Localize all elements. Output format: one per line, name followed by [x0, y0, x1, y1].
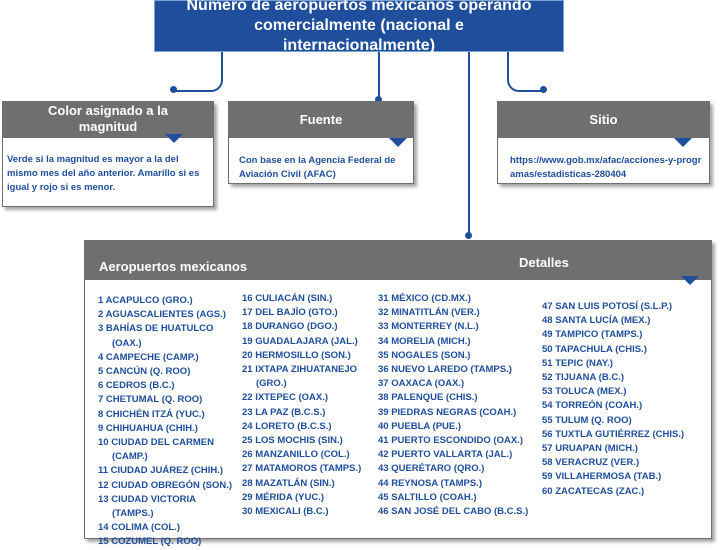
airport-list-item: 42 PUERTO VALLARTA (JAL.) [378, 449, 513, 461]
airport-list-item: 18 DURANGO (DGO.) [242, 321, 338, 333]
airport-list-item: 4 CAMPECHE (CAMP.) [98, 351, 199, 363]
sitio-header: Sitio [498, 102, 709, 138]
connector-dot-sitio [540, 86, 547, 93]
fuente-title: Fuente [299, 112, 343, 127]
airport-list-item: 21 IXTAPA ZIHUATANEJO [242, 364, 358, 376]
airport-list-item: (CAMP.) [112, 451, 148, 463]
airport-list-item: 26 MANZANILLO (COL.) [242, 449, 350, 461]
sitio-title: Sitio [589, 112, 618, 127]
airport-list-item: 27 MATAMOROS (TAMPS.) [242, 463, 362, 475]
airport-list-item: 55 TULUM (Q. ROO) [542, 414, 632, 426]
airport-list-item: 19 GUADALAJARA (JAL.) [242, 335, 358, 347]
color-info-text: Verde si la magnitud es mayor a la del m… [7, 154, 200, 193]
airport-list-item: 53 TOLUCA (MEX.) [542, 386, 627, 398]
airport-list-item: 47 SAN LUIS POTOSÍ (S.L.P.) [542, 301, 673, 312]
airport-list-item: 32 MINATITLÁN (VER.) [378, 307, 480, 319]
connector-dot-detalles [465, 232, 472, 239]
airport-list-item: 59 VILLAHERMOSA (TAB.) [542, 471, 662, 483]
airport-list-item: 54 TORREÓN (COAH.) [542, 400, 643, 412]
airport-list-item: 52 TIJUANA (B.C.) [542, 372, 624, 384]
airport-list-item: (TAMPS.) [112, 508, 154, 520]
fuente-text: Con base en la Agencia Federal de Aviaci… [239, 155, 396, 180]
airport-list-item: 30 MEXICALI (B.C.) [242, 506, 329, 518]
connector-dot-color [170, 86, 177, 93]
connector-sitio [507, 52, 545, 92]
airport-list-item: 3 BAHÍAS DE HUATULCO [98, 323, 214, 335]
airport-list-item: 7 CHETUMAL (Q. ROO) [98, 394, 203, 406]
airport-list-item: 40 PUEBLA (PUE.) [378, 420, 462, 432]
sitio-card: Sitio https://www.gob.mx/afac/acciones-y… [497, 101, 710, 184]
airport-list-item: 9 CHIHUAHUA (CHIH.) [98, 422, 198, 434]
airport-list-item: 41 PUERTO ESCONDIDO (OAX.) [378, 435, 523, 447]
airport-list-item: (OAX.) [112, 337, 142, 349]
page-title: Número de aeropuertos mexicanos operando… [154, 0, 564, 54]
airport-list-item: 36 NUEVO LAREDO (TAMPS.) [378, 364, 512, 376]
airport-list-col-3: 31 MÉXICO (CD.MX.) 32 MINATITLÁN (VER.) 33… [378, 292, 528, 519]
airport-list-item: 38 PALENQUE (CHIS.) [378, 392, 478, 404]
airport-list-item: 25 LOS MOCHIS (SIN.) [242, 435, 343, 447]
airport-list-item: 22 IXTEPEC (OAX.) [242, 392, 329, 404]
airport-list-item: 43 QUERÉTARO (QRO.) [378, 463, 485, 475]
airports-header: Aeropuertos mexicanos Detalles [85, 241, 711, 280]
airport-list-item: 5 CANCÚN (Q. ROO) [98, 366, 191, 378]
airport-list-item: 20 HERMOSILLO (SON.) [242, 349, 351, 361]
airport-list-item: 58 VERACRUZ (VER.) [542, 457, 640, 469]
airport-list-item: 34 MORELIA (MICH.) [378, 335, 471, 347]
airport-list-item: 13 CIUDAD VICTORIA [98, 493, 197, 505]
airport-list-item: 39 PIEDRAS NEGRAS (COAH.) [378, 406, 517, 418]
airport-list-item: 44 REYNOSA (TAMPS.) [378, 477, 482, 489]
airports-card: Aeropuertos mexicanos Detalles [84, 240, 712, 539]
airport-list-item: 35 NOGALES (SON.) [378, 349, 471, 361]
airport-list-item: (GRO.) [256, 378, 287, 390]
airport-list-item: 46 SAN JOSÉ DEL CABO (B.C.S.) [378, 506, 529, 518]
airports-title: Aeropuertos mexicanos [99, 259, 248, 274]
airport-list-item: 23 LA PAZ (B.C.S.) [242, 406, 326, 418]
airport-list-item: 8 CHICHÉN ITZÁ (YUC.) [98, 408, 205, 420]
color-info-card: Color asignado a la magnitud Verde si la… [2, 101, 214, 207]
connector-color [173, 52, 223, 92]
airport-list-item: 49 TAMPICO (TAMPS.) [542, 329, 643, 341]
airport-list-col-1: 1 ACAPULCO (GRO.) 2 AGUASCALIENTES (AGS.)… [98, 294, 232, 550]
airport-list-item: 1 ACAPULCO (GRO.) [98, 295, 193, 306]
airport-list-col-4: 47 SAN LUIS POTOSÍ (S.L.P.) 48 SANTA LUCÍ… [542, 300, 684, 499]
airport-list-item: 10 CIUDAD DEL CARMEN [98, 437, 214, 449]
airport-list-item: 50 TAPACHULA (CHIS.) [542, 343, 647, 355]
color-info-chevron-down-icon [165, 134, 183, 143]
fuente-card: Fuente Con base en la Agencia Federal de… [228, 101, 414, 184]
airport-list-item: 6 CEDROS (B.C.) [98, 380, 175, 392]
page-title-text: Número de aeropuertos mexicanos operando… [186, 0, 532, 54]
airport-list-item: 51 TEPIC (NAY.) [542, 357, 613, 369]
airport-list-item: 17 DEL BAJÍO (GTO.) [242, 307, 338, 319]
airport-list-item: 33 MONTERREY (N.L.) [378, 321, 479, 333]
connector-dot-fuente [375, 96, 382, 103]
airport-list-item: 24 LORETO (B.C.S.) [242, 420, 332, 432]
detalles-title: Detalles [519, 255, 569, 270]
airport-list-item: 60 ZACATECAS (ZAC.) [542, 485, 645, 497]
fuente-chevron-down-icon [389, 138, 407, 147]
color-info-header: Color asignado a la magnitud [3, 102, 213, 138]
airport-list-item: 2 AGUASCALIENTES (AGS.) [98, 309, 226, 321]
airport-list-item: 29 MÉRIDA (YUC.) [242, 491, 324, 503]
airport-list-item: 14 COLIMA (COL.) [98, 522, 180, 534]
sitio-chevron-down-icon [674, 138, 692, 147]
airport-list-item: 37 OAXACA (OAX.) [378, 378, 465, 390]
airport-list-item: 15 COZUMEL (Q. ROO) [98, 536, 202, 548]
airport-list-col-2: 16 CULIACÁN (SIN.) 17 DEL BAJÍO (GTO.) 18 … [242, 292, 361, 519]
airport-list-item: 56 TUXTLA GUTIÉRREZ (CHIS.) [542, 428, 685, 440]
connector-detalles [468, 52, 470, 236]
airport-list-item: 28 MAZATLÁN (SIN.) [242, 477, 335, 489]
airport-list-item: 31 MÉXICO (CD.MX.) [378, 293, 471, 304]
color-info-title: Color asignado a la magnitud [48, 103, 168, 134]
airport-list-item: 48 SANTA LUCÍA (MEX.) [542, 315, 651, 327]
airport-list-item: 16 CULIACÁN (SIN.) [242, 293, 333, 304]
airports-chevron-down-icon [681, 276, 699, 285]
connector-fuente [378, 52, 380, 100]
airport-list-item: 11 CIUDAD JUÁREZ (CHIH.) [98, 465, 224, 477]
fuente-header: Fuente [229, 102, 413, 138]
airport-list-item: 57 URUAPAN (MICH.) [542, 443, 638, 455]
airport-list-item: 45 SALTILLO (COAH.) [378, 491, 477, 503]
sitio-link[interactable]: https://www.gob.mx/afac/acciones-y-progr… [510, 155, 702, 180]
airport-list-item: 12 CIUDAD OBREGÓN (SON.) [98, 479, 233, 491]
